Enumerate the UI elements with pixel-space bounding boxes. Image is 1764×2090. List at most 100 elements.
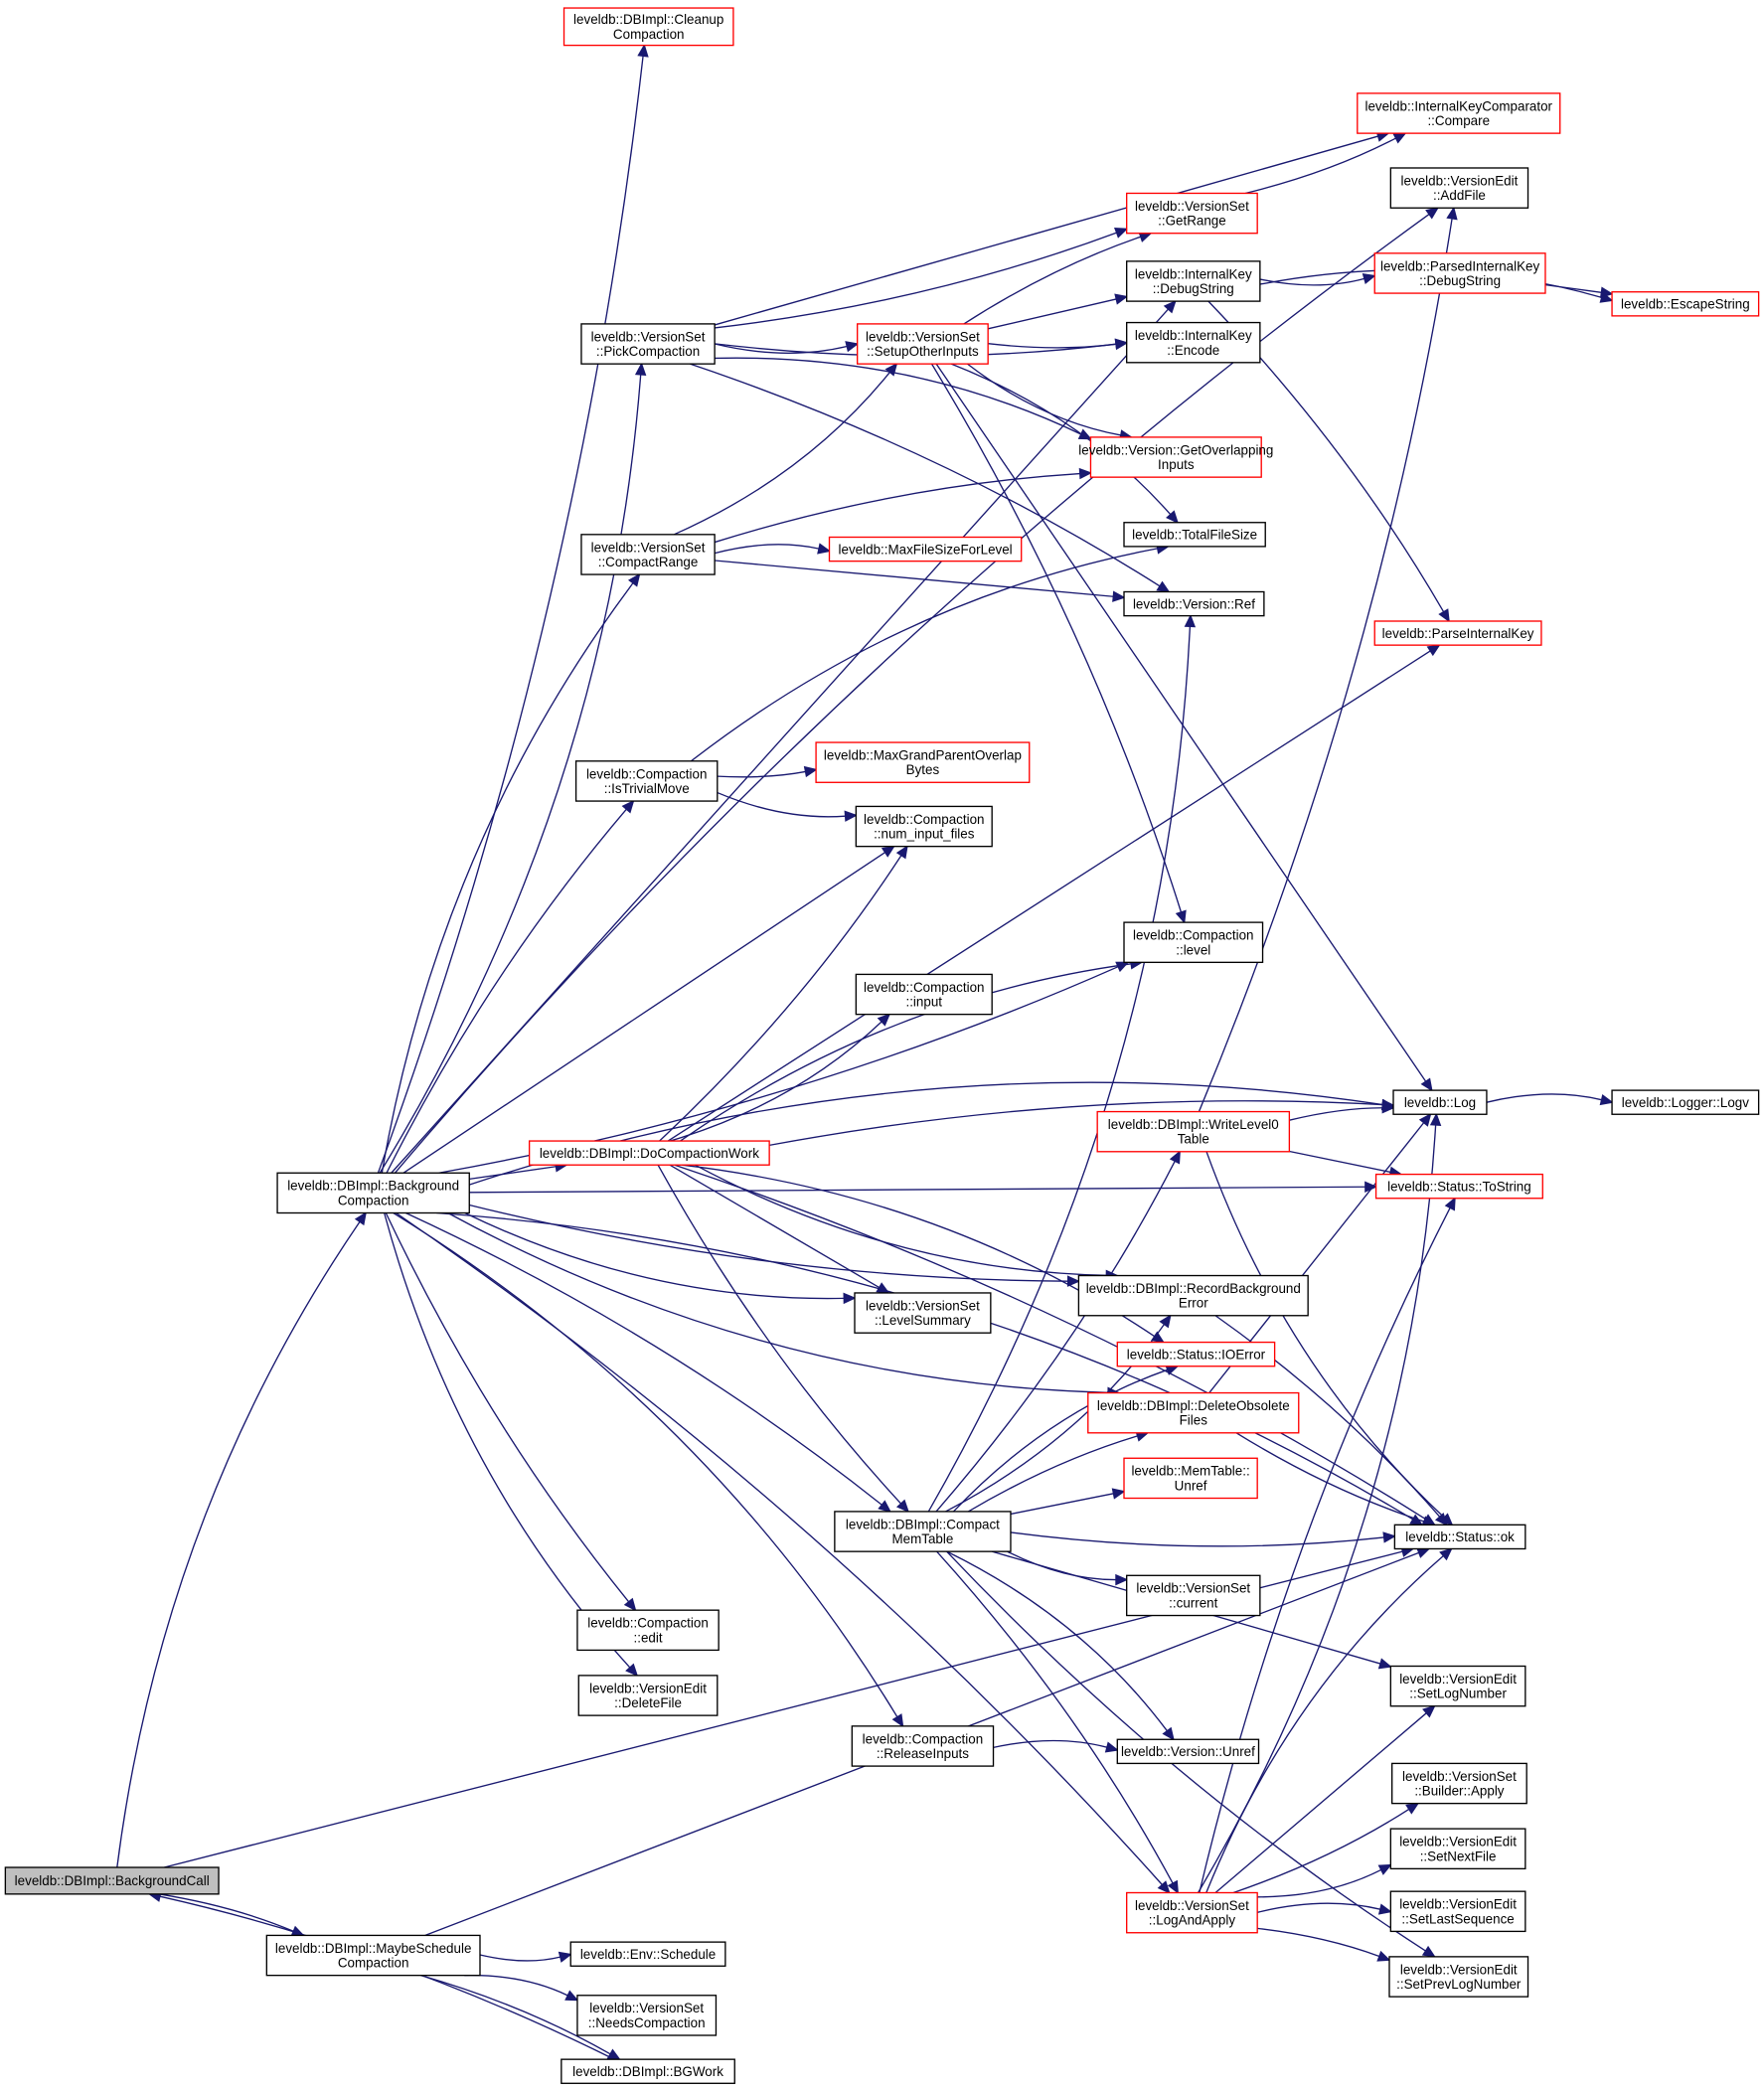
node-setup[interactable]: leveldb::VersionSet::SetupOtherInputs <box>857 323 989 365</box>
node-box[interactable] <box>1389 1665 1526 1707</box>
node-escape[interactable]: leveldb::EscapeString <box>1611 291 1760 317</box>
node-vunref[interactable]: leveldb::Version::Unref <box>1116 1738 1260 1765</box>
node-box[interactable] <box>528 1140 770 1166</box>
node-box[interactable] <box>574 760 719 802</box>
node-docw[interactable]: leveldb::DBImpl::DoCompactionWork <box>528 1140 770 1166</box>
node-box[interactable] <box>580 534 716 575</box>
node-box[interactable] <box>562 7 734 47</box>
node-box[interactable] <box>1126 1574 1261 1617</box>
node-setlog[interactable]: leveldb::VersionEdit::SetLogNumber <box>1389 1665 1526 1707</box>
node-box[interactable] <box>855 973 993 1016</box>
node-mtunref[interactable]: leveldb::MemTable::Unref <box>1123 1457 1258 1500</box>
node-logapply[interactable]: leveldb::VersionSet::LogAndApply <box>1126 1891 1258 1934</box>
node-box[interactable] <box>1611 291 1760 317</box>
node-bgcall[interactable]: leveldb::DBImpl::BackgroundCall <box>4 1866 220 1895</box>
node-box[interactable] <box>577 1675 719 1716</box>
node-statok[interactable]: leveldb::Status::ok <box>1393 1524 1526 1550</box>
node-box[interactable] <box>1116 1738 1260 1765</box>
node-clevel[interactable]: leveldb::Compaction::level <box>1123 921 1264 964</box>
node-maxfile[interactable]: leveldb::MaxFileSizeForLevel <box>828 536 1023 563</box>
node-parseik[interactable]: leveldb::ParseInternalKey <box>1373 620 1542 646</box>
node-box[interactable] <box>1096 1110 1291 1153</box>
node-box[interactable] <box>1126 192 1258 235</box>
node-lsum[interactable]: leveldb::VersionSet::LevelSummary <box>854 1292 992 1334</box>
node-cinput[interactable]: leveldb::Compaction::input <box>855 973 993 1016</box>
node-box[interactable] <box>1388 1956 1529 1998</box>
node-setnext[interactable]: leveldb::VersionEdit::SetNextFile <box>1389 1828 1526 1870</box>
node-box[interactable] <box>1357 92 1561 134</box>
node-box[interactable] <box>854 1292 992 1334</box>
node-box[interactable] <box>1123 522 1266 548</box>
node-totalfs[interactable]: leveldb::TotalFileSize <box>1123 522 1266 548</box>
node-tostring[interactable]: leveldb::Status::ToString <box>1374 1173 1543 1200</box>
node-envsched[interactable]: leveldb::Env::Schedule <box>569 1941 726 1967</box>
node-box[interactable] <box>851 1725 995 1767</box>
node-ioerr[interactable]: leveldb::Status::IOError <box>1116 1341 1276 1367</box>
node-needs[interactable]: leveldb::VersionSet::NeedsCompaction <box>576 1995 718 2036</box>
node-box[interactable] <box>265 1934 481 1977</box>
node-pick[interactable]: leveldb::VersionSet::PickCompaction <box>580 323 716 365</box>
node-setprev[interactable]: leveldb::VersionEdit::SetPrevLogNumber <box>1388 1956 1529 1998</box>
node-ikdebug[interactable]: leveldb::InternalKey::DebugString <box>1126 260 1261 302</box>
node-numin[interactable]: leveldb::Compaction::num_input_files <box>855 805 993 848</box>
node-box[interactable] <box>276 1172 470 1214</box>
node-box[interactable] <box>834 1511 1012 1552</box>
node-box[interactable] <box>1126 260 1261 302</box>
node-vedel[interactable]: leveldb::VersionEdit::DeleteFile <box>577 1675 719 1716</box>
node-logv[interactable]: leveldb::Logger::Logv <box>1611 1089 1760 1115</box>
node-crange[interactable]: leveldb::VersionSet::CompactRange <box>580 534 716 575</box>
node-pikdebug[interactable]: leveldb::ParsedInternalKey::DebugString <box>1373 252 1546 294</box>
node-box[interactable] <box>1373 252 1546 294</box>
node-bgwork[interactable]: leveldb::DBImpl::BGWork <box>561 2058 735 2084</box>
node-box[interactable] <box>1389 1890 1526 1933</box>
node-box[interactable] <box>1126 1891 1258 1934</box>
node-log[interactable]: leveldb::Log <box>1392 1089 1488 1115</box>
node-getrange[interactable]: leveldb::VersionSet::GetRange <box>1126 192 1258 235</box>
node-box[interactable] <box>4 1866 220 1895</box>
node-box[interactable] <box>576 1609 720 1652</box>
node-box[interactable] <box>1393 1524 1526 1550</box>
node-box[interactable] <box>1087 1391 1300 1434</box>
node-addfile[interactable]: leveldb::VersionEdit::AddFile <box>1389 167 1529 209</box>
node-box[interactable] <box>1392 1089 1488 1115</box>
node-box[interactable] <box>1126 321 1261 364</box>
node-box[interactable] <box>1123 921 1264 964</box>
node-box[interactable] <box>1373 620 1542 646</box>
node-box[interactable] <box>576 1995 718 2036</box>
node-box[interactable] <box>1077 1274 1309 1317</box>
node-box[interactable] <box>561 2058 735 2084</box>
node-vscur[interactable]: leveldb::VersionSet::current <box>1126 1574 1261 1617</box>
node-box[interactable] <box>1389 167 1529 209</box>
node-box[interactable] <box>1391 1762 1527 1805</box>
node-box[interactable] <box>855 805 993 848</box>
node-box[interactable] <box>1374 1173 1543 1200</box>
node-box[interactable] <box>569 1941 726 1967</box>
node-box[interactable] <box>1123 1457 1258 1500</box>
node-setlast[interactable]: leveldb::VersionEdit::SetLastSequence <box>1389 1890 1526 1933</box>
node-ikcmp[interactable]: leveldb::InternalKeyComparator::Compare <box>1357 92 1561 134</box>
node-trivial[interactable]: leveldb::Compaction::IsTrivialMove <box>574 760 719 802</box>
node-box[interactable] <box>1089 436 1262 478</box>
node-box[interactable] <box>1116 1341 1276 1367</box>
node-release[interactable]: leveldb::Compaction::ReleaseInputs <box>851 1725 995 1767</box>
node-box[interactable] <box>1123 590 1265 617</box>
node-box[interactable] <box>580 323 716 365</box>
node-box[interactable] <box>815 741 1031 783</box>
node-bapply[interactable]: leveldb::VersionSet::Builder::Apply <box>1391 1762 1527 1805</box>
node-cedit[interactable]: leveldb::Compaction::edit <box>576 1609 720 1652</box>
node-ikenc[interactable]: leveldb::InternalKey::Encode <box>1126 321 1261 364</box>
node-box[interactable] <box>857 323 989 365</box>
node-box[interactable] <box>828 536 1023 563</box>
node-box[interactable] <box>1389 1828 1526 1870</box>
node-box[interactable] <box>1611 1089 1760 1115</box>
node-vref[interactable]: leveldb::Version::Ref <box>1123 590 1265 617</box>
